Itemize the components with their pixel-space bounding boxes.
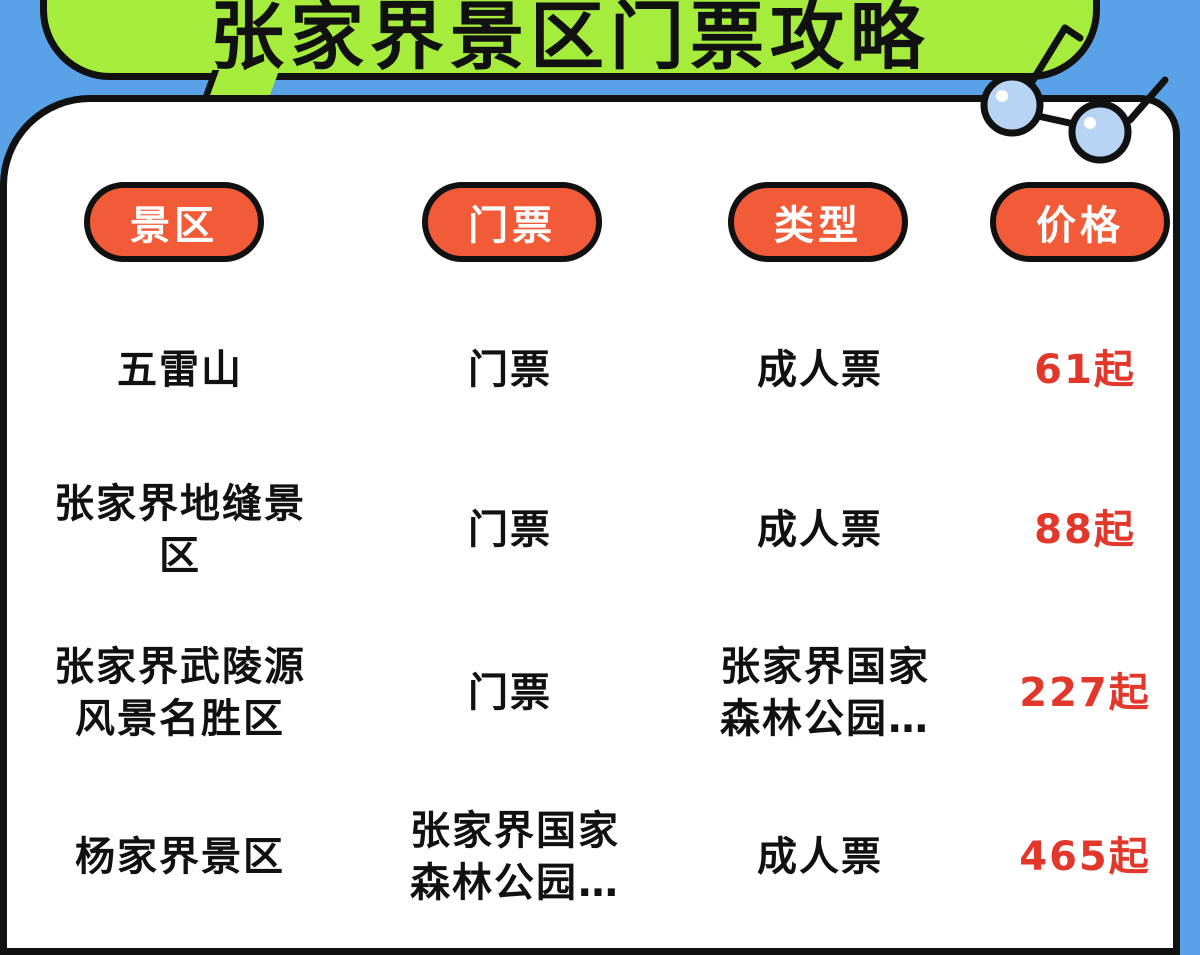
row-2-ticket: 门票 xyxy=(468,507,552,553)
title-banner: 张家界景区门票攻略 xyxy=(40,0,1100,80)
row-3-type: 张家界国家森林公园… xyxy=(720,644,930,742)
header-price-label: 价格 xyxy=(1036,203,1124,249)
row-1-ticket: 门票 xyxy=(468,347,552,393)
row-2-scenic: 张家界地缝景区 xyxy=(54,481,306,579)
row-1-scenic: 五雷山 xyxy=(117,347,243,393)
row-4-price: 465起 xyxy=(1019,834,1151,880)
row-4-ticket: 张家界国家森林公园… xyxy=(410,808,620,906)
header-type-label: 类型 xyxy=(774,203,862,249)
row-3-scenic: 张家界武陵源风景名胜区 xyxy=(54,644,306,742)
row-4-scenic: 杨家界景区 xyxy=(75,834,285,880)
row-3-price: 227起 xyxy=(1019,670,1151,716)
header-scenic: 景区 xyxy=(84,182,264,262)
header-ticket-label: 门票 xyxy=(468,203,556,249)
header-price: 价格 xyxy=(990,182,1170,262)
row-4-type: 成人票 xyxy=(757,834,883,880)
row-1-price: 61起 xyxy=(1034,347,1136,393)
row-1-type: 成人票 xyxy=(757,347,883,393)
header-type: 类型 xyxy=(728,182,908,262)
page-title: 张家界景区门票攻略 xyxy=(210,0,930,80)
header-ticket: 门票 xyxy=(422,182,602,262)
row-3-ticket: 门票 xyxy=(468,670,552,716)
glasses-icon xyxy=(980,24,1169,164)
row-2-price: 88起 xyxy=(1034,507,1136,553)
header-scenic-label: 景区 xyxy=(130,203,218,249)
row-2-type: 成人票 xyxy=(757,507,883,553)
